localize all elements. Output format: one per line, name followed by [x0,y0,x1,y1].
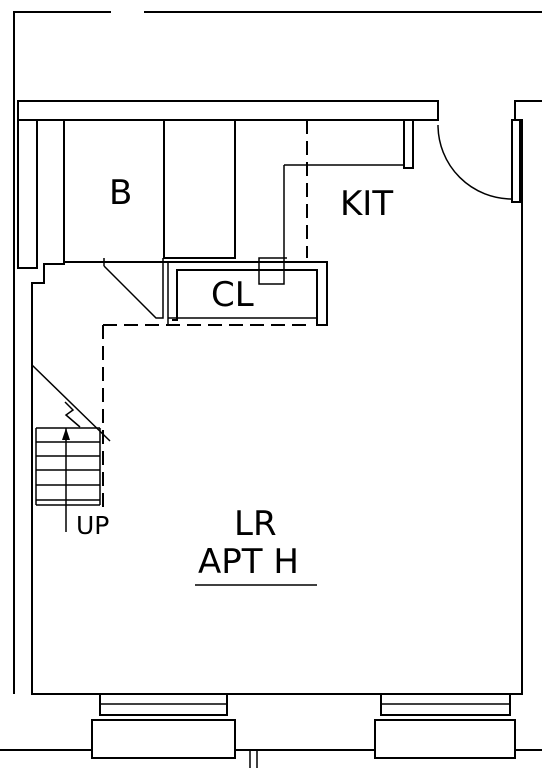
upper-outline [13,11,542,694]
kitchen-label: KIT [340,184,393,224]
closet: CL [155,257,328,326]
apartment-label: APT H [198,542,299,582]
window-right [374,693,516,759]
living-room: LR APT H [195,504,317,586]
stair-up-label: UP [76,511,109,540]
outer-walls [17,119,523,695]
dashed-overhead-line [102,324,307,510]
bottom-lines [0,749,542,768]
stair: UP [31,364,111,540]
entry-door [437,119,521,203]
kitchen: KIT [283,119,414,259]
bedroom: B [63,119,236,319]
window-left [91,693,236,759]
closet-label: CL [211,275,254,315]
top-wall [17,100,542,121]
bedroom-label: B [109,173,132,213]
living-room-label: LR [234,504,277,544]
